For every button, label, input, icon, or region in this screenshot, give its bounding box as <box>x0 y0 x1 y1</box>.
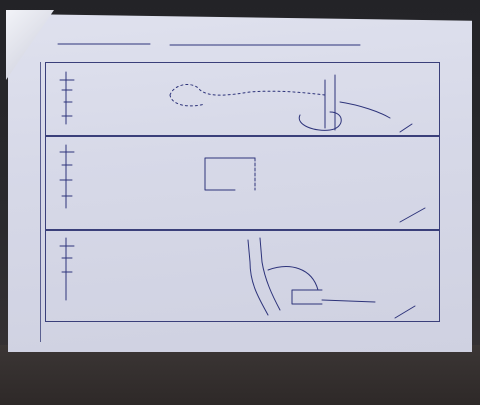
panel-2-plot-outline <box>204 157 256 191</box>
panel-3-north-arrow <box>394 305 416 319</box>
panel-3-plot-sketch <box>291 289 323 305</box>
panel-1-oval <box>298 111 342 131</box>
page-margin-line <box>40 62 41 342</box>
sketch-panel-1 <box>45 62 440 136</box>
paper-sheet <box>8 14 472 352</box>
sketch-panel-3 <box>45 230 440 322</box>
panel-3-boundary-line <box>321 299 376 303</box>
panel-1-legend-mark <box>59 71 75 125</box>
panel-1-dotted-boundary <box>169 84 326 96</box>
panel-3-bend <box>267 266 319 291</box>
panel-3-legend-mark <box>59 237 75 301</box>
panel-2-legend-mark <box>59 144 75 209</box>
panel-2-north-arrow <box>399 207 426 223</box>
panel-3-road-left <box>247 239 269 316</box>
panel-1-curve <box>339 101 391 119</box>
panel-3-road-right <box>259 237 281 311</box>
sketch-panel-2 <box>45 136 440 230</box>
table-surface <box>0 345 480 405</box>
panel-1-north-arrow <box>399 123 413 133</box>
panel-1-dotted-loop <box>169 94 206 107</box>
